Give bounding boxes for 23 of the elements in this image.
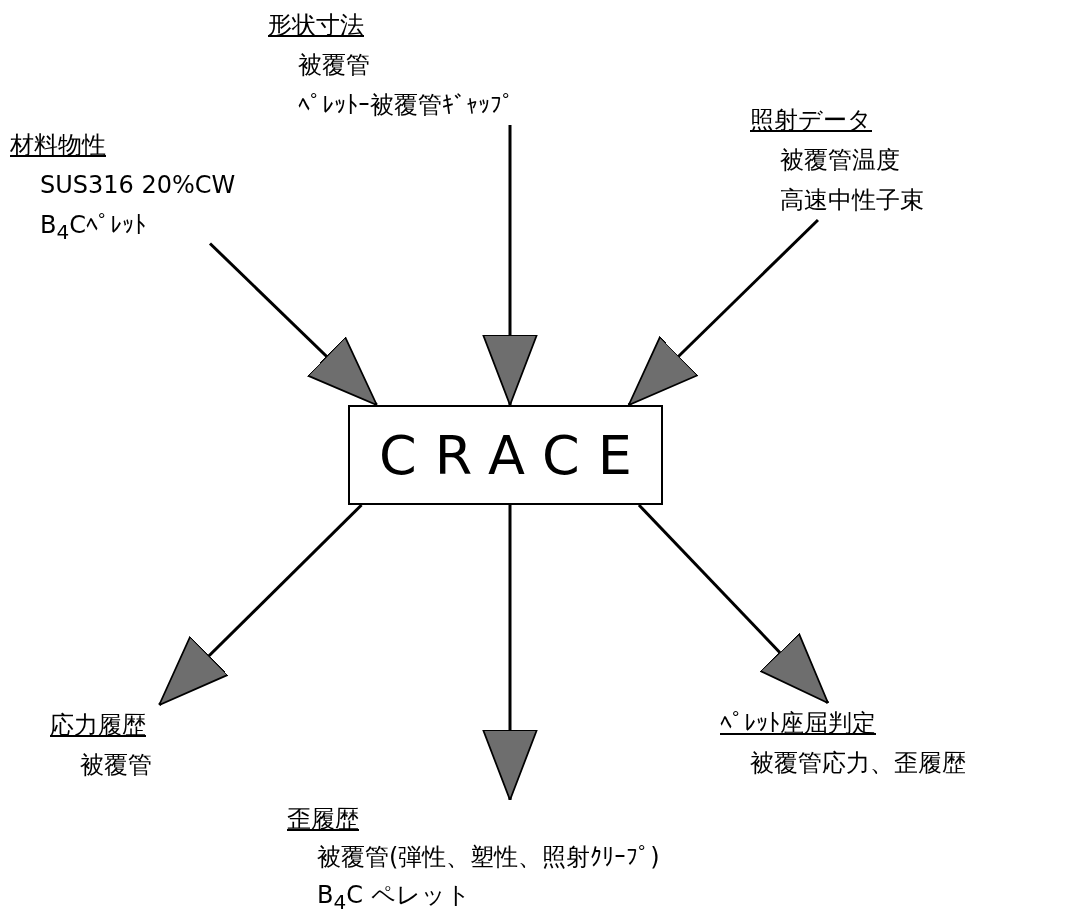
item-text: 被覆管応力、歪履歴 <box>750 748 966 779</box>
heading: 照射データ <box>750 105 872 136</box>
arrow <box>627 218 819 407</box>
process-box: CRACE <box>348 405 663 505</box>
arrow <box>482 125 538 406</box>
item-text: 被覆管 <box>298 50 370 81</box>
item-text: 被覆管(弾性、塑性、照射ｸﾘｰﾌﾟ) <box>317 842 660 873</box>
arrow <box>208 242 378 407</box>
heading: 材料物性 <box>10 130 106 161</box>
item-text: SUS316 20%CW <box>40 170 236 201</box>
heading: 形状寸法 <box>268 10 364 41</box>
heading: ﾍﾟﾚｯﾄ座屈判定 <box>720 708 876 739</box>
item-text: 被覆管 <box>80 750 152 781</box>
item-text: ﾍﾟﾚｯﾄｰ被覆管ｷﾞｬｯﾌﾟ <box>298 90 514 121</box>
arrow <box>158 503 363 707</box>
arrow <box>482 505 538 801</box>
item-text: B$_{4}$Cﾍﾟﾚｯﾄ <box>40 210 146 246</box>
arrow <box>637 503 830 705</box>
heading: 歪履歴 <box>287 804 359 835</box>
heading: 応力履歴 <box>50 710 146 741</box>
item-text: B$_{4}$C ペレット <box>317 880 471 912</box>
item-text: 高速中性子束 <box>780 185 924 216</box>
item-text: 被覆管温度 <box>780 145 900 176</box>
